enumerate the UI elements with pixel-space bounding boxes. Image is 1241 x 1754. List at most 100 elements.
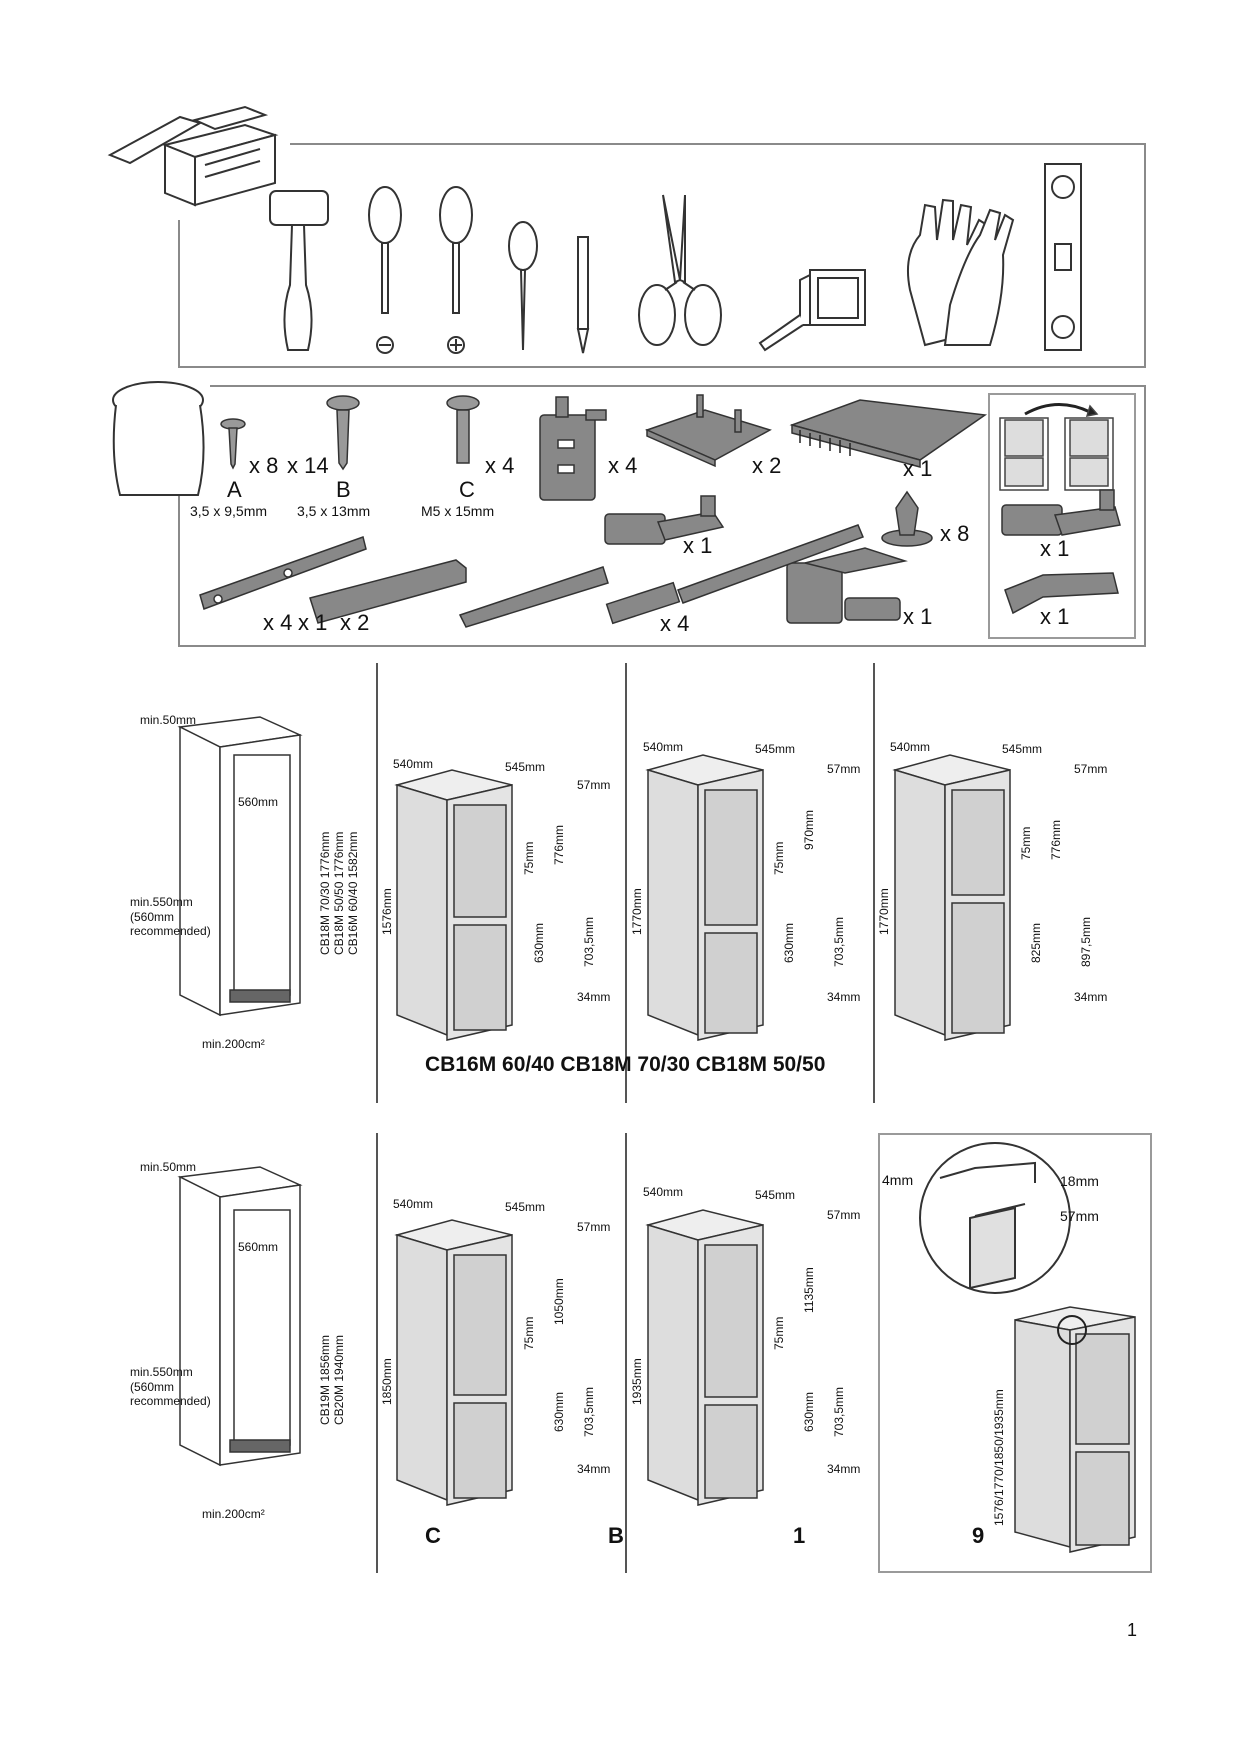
cabinet-diagram-2 — [177, 1166, 303, 1467]
figure-number-1: 1 — [793, 1523, 806, 1548]
screw-b-size: 3,5 x 13mm — [297, 503, 371, 519]
spirit-level-icon — [1044, 163, 1082, 351]
screw-b-icon — [326, 395, 360, 471]
cabinet2-recommended: (560mm recommended) — [130, 1380, 211, 1408]
fridge4-lower: 630mm — [552, 1391, 566, 1432]
fridge5-height: 1935mm — [630, 1358, 644, 1405]
row1-divider-2 — [625, 663, 627, 1103]
fridge3-gap: 75mm — [1019, 826, 1033, 860]
parts-panel — [178, 385, 1146, 647]
row2-divider-2 — [625, 1133, 627, 1573]
fridge2-gap: 75mm — [772, 841, 786, 875]
cabinet-recommended: (560mm recommended) — [130, 910, 211, 938]
screw-c-qty: x 4 — [485, 453, 515, 478]
detail-box — [878, 1133, 1152, 1573]
fridge-diagram-2 — [645, 754, 764, 1041]
fridge3-height: 1770mm — [877, 888, 891, 935]
cabinet-height-1: CB18M 70/30 1776mm — [318, 831, 332, 955]
reversal-bracket-bottom-qty: x 1 — [1040, 604, 1070, 629]
reversal-box — [988, 393, 1136, 639]
screw-a-icon — [220, 418, 246, 470]
fridge2-upper: 970mm — [802, 809, 816, 850]
fridge3-width: 545mm — [1002, 742, 1043, 756]
fridge-diagram-1 — [394, 769, 513, 1041]
fridge3-upper: 776mm — [1049, 819, 1063, 860]
cabinet2-min-depth: min.550mm — [130, 1365, 193, 1379]
figure-letter-c: C — [425, 1523, 441, 1548]
cabinet-diagram — [177, 716, 303, 1017]
screw-c-icon — [446, 395, 480, 464]
fridge4-top: 57mm — [577, 1220, 611, 1234]
plug-icon — [881, 490, 933, 547]
awl-icon — [508, 221, 538, 351]
fridge1-lower2: 703,5mm — [582, 916, 596, 967]
row1-divider-3 — [873, 663, 875, 1103]
fridge2-top: 57mm — [827, 762, 861, 776]
parts-bag-icon — [112, 381, 205, 496]
fridge1-lower: 630mm — [532, 922, 546, 963]
top-bracket-icon — [604, 495, 725, 545]
fridge5-upper: 1135mm — [802, 1267, 816, 1313]
rail-mid-qty: x 1 — [298, 610, 328, 635]
fridge4-depth: 540mm — [393, 1197, 434, 1211]
scissors-icon — [638, 194, 722, 346]
fridge1-top: 57mm — [577, 778, 611, 792]
fridge5-top: 57mm — [827, 1208, 861, 1222]
slide-rail-qty: x 4 — [660, 611, 690, 636]
row1-divider-1 — [376, 663, 378, 1103]
vent-cover-qty: x 1 — [903, 456, 933, 481]
cabinet2-height-1: CB19M 1856mm — [318, 1334, 332, 1425]
screw-c-letter: C — [459, 477, 475, 502]
fridge3-depth: 540mm — [890, 740, 931, 754]
fridge4-width: 545mm — [505, 1200, 546, 1214]
door-connector-qty: x 1 — [903, 604, 933, 629]
fridge4-foot: 34mm — [577, 1462, 611, 1476]
cover-icon — [644, 394, 772, 468]
tape-measure-icon — [758, 269, 866, 352]
fridge2-height: 1770mm — [630, 888, 644, 935]
detail-top: 18mm — [1060, 1173, 1099, 1189]
fridge2-depth: 540mm — [643, 740, 684, 754]
fridge-diagram-4 — [394, 1219, 513, 1506]
cabinet-height-3: CB16M 60/40 1582mm — [346, 831, 360, 955]
cabinet2-height-2: CB20M 1940mm — [332, 1334, 346, 1425]
fridge1-gap: 75mm — [522, 841, 536, 875]
tools-panel-left-line — [178, 220, 180, 368]
detail-heights: 1576/1770/1850/1935mm — [992, 1389, 1006, 1526]
tools-panel — [178, 143, 1146, 368]
parts-panel-top-line — [210, 385, 1146, 387]
cabinet-vent: min.200cm² — [202, 1037, 265, 1051]
fridge4-height: 1850mm — [380, 1358, 394, 1405]
fridge5-gap: 75mm — [772, 1316, 786, 1350]
fridge2-lower2: 703,5mm — [832, 916, 846, 967]
cover-qty: x 2 — [752, 453, 782, 478]
cabinet2-min-top: min.50mm — [140, 1160, 197, 1174]
detail-gap: 4mm — [882, 1172, 914, 1188]
fridge4-lower2: 703,5mm — [582, 1386, 596, 1437]
figure-number-9: 9 — [972, 1523, 985, 1548]
fridge1-foot: 34mm — [577, 990, 611, 1004]
gloves-icon — [907, 198, 1015, 347]
fridge2-lower: 630mm — [782, 922, 796, 963]
fridge2-width: 545mm — [755, 742, 796, 756]
cabinet-width: 560mm — [238, 795, 279, 809]
fridge3-lower2: 897,5mm — [1079, 916, 1093, 967]
top-bracket-qty: x 1 — [683, 533, 713, 558]
fridge1-width: 545mm — [505, 760, 546, 774]
fridge5-lower2: 703,5mm — [832, 1386, 846, 1437]
cabinet-min-depth: min.550mm — [130, 895, 193, 909]
fridge5-width: 545mm — [755, 1188, 796, 1202]
detail-fridge — [1014, 1306, 1136, 1553]
cabinet2-vent: min.200cm² — [202, 1507, 265, 1521]
row1-caption: CB16M 60/40 CB18M 70/30 CB18M 50/50 — [425, 1053, 826, 1076]
parts-panel-left-line — [178, 470, 180, 647]
screw-a-letter: A — [227, 477, 242, 502]
detail-zoom-circle — [919, 1142, 1071, 1294]
screw-a-size: 3,5 x 9,5mm — [190, 503, 268, 519]
detail-depth: 57mm — [1060, 1208, 1099, 1224]
hinge-plate-icon — [539, 396, 607, 501]
toolbox-icon — [107, 105, 279, 207]
flat-screwdriver-icon — [368, 186, 402, 354]
hinge-plate-qty: x 4 — [608, 453, 638, 478]
fridge4-gap: 75mm — [522, 1316, 536, 1350]
